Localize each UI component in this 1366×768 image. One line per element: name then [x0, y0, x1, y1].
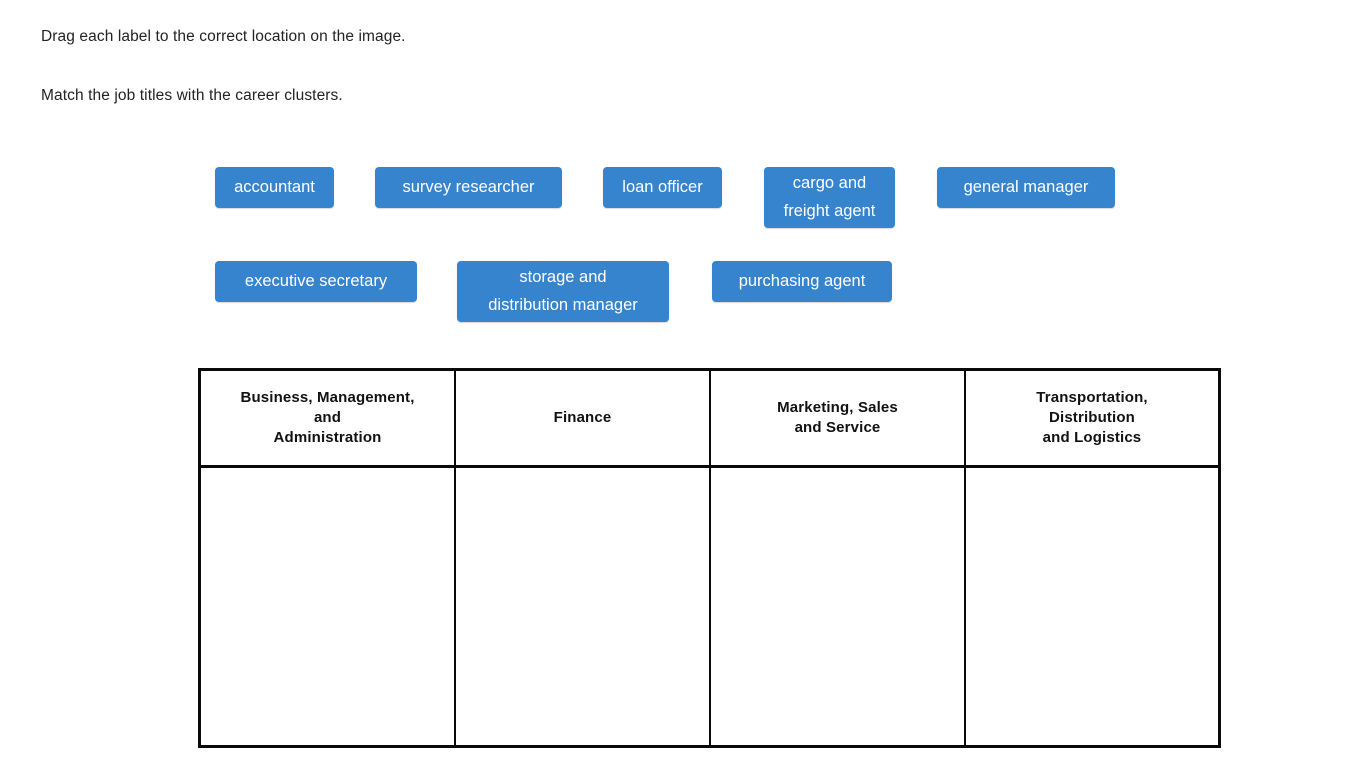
- drag-label-text: survey researcher: [402, 177, 535, 196]
- drag-label-text: distribution manager: [488, 295, 638, 314]
- drag-label-text: purchasing agent: [738, 271, 866, 290]
- drag-label-general-manager[interactable]: general manager: [937, 167, 1115, 208]
- header-cell-text: Marketing, Sales and Service: [777, 398, 898, 438]
- header-cell-line: Distribution: [1049, 409, 1135, 426]
- header-cell-marketing-sales-service: Marketing, Sales and Service: [711, 371, 966, 465]
- drag-label-cargo-and-freight-agent[interactable]: cargo and freight agent: [764, 167, 895, 228]
- drag-label-text: loan officer: [622, 177, 703, 196]
- header-cell-line: Finance: [553, 409, 612, 426]
- header-cell-line: and: [313, 409, 342, 426]
- drag-label-purchasing-agent[interactable]: purchasing agent: [712, 261, 892, 302]
- drag-label-text: accountant: [234, 177, 315, 196]
- drag-label-text: executive secretary: [244, 271, 388, 290]
- header-cell-line: Transportation,: [1036, 389, 1148, 406]
- dropzone-business-management-administration[interactable]: [201, 468, 456, 745]
- header-cell-text: Transportation, Distribution and Logistics: [1036, 388, 1147, 448]
- drag-label-loan-officer[interactable]: loan officer: [603, 167, 722, 208]
- drag-label-storage-and-distribution-manager[interactable]: storage and distribution manager: [457, 261, 669, 322]
- instructions-block: Drag each label to the correct location …: [41, 25, 1241, 107]
- dropzone-transportation-distribution-logistics[interactable]: [966, 468, 1218, 745]
- drag-label-survey-researcher[interactable]: survey researcher: [375, 167, 562, 208]
- header-cell-line: Business, Management,: [240, 389, 415, 406]
- header-cell-line: Marketing, Sales: [777, 399, 898, 416]
- drag-label-text: general manager: [963, 177, 1089, 196]
- header-cell-text: Finance: [554, 408, 612, 428]
- label-bank: accountant survey researcher loan officer c…: [0, 0, 1366, 340]
- header-cell-line: Administration: [273, 429, 382, 446]
- instruction-line-match: Match the job titles with the career clu…: [41, 87, 343, 104]
- drag-label-text: storage and: [519, 268, 607, 286]
- drag-label-text: freight agent: [783, 201, 876, 220]
- header-cell-finance: Finance: [456, 371, 711, 465]
- drag-label-executive-secretary[interactable]: executive secretary: [215, 261, 417, 302]
- instruction-line-drag: Drag each label to the correct location …: [41, 28, 406, 45]
- table-dropzone-row: [201, 468, 1218, 745]
- header-cell-transportation-distribution-logistics: Transportation, Distribution and Logistics: [966, 371, 1218, 465]
- header-cell-line: and Service: [794, 419, 881, 436]
- dropzone-marketing-sales-service[interactable]: [711, 468, 966, 745]
- header-cell-line: and Logistics: [1042, 429, 1142, 446]
- dropzone-finance[interactable]: [456, 468, 711, 745]
- drag-label-accountant[interactable]: accountant: [215, 167, 334, 208]
- drag-label-text: cargo and: [792, 174, 867, 192]
